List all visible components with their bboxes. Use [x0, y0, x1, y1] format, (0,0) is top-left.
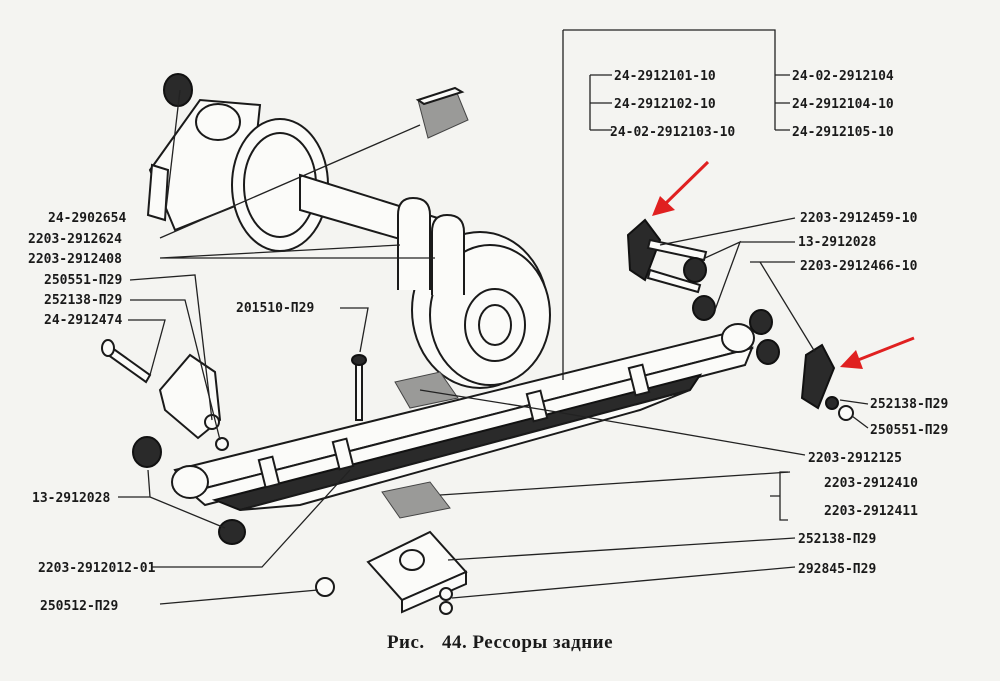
label-24-2912474: 24-2912474 — [44, 313, 122, 328]
label-252138-p29-left: 252138-П29 — [44, 293, 122, 308]
label-24-2912104-10: 24-2912104-10 — [792, 97, 894, 112]
red-arrow-lower — [840, 336, 915, 369]
figure-caption: Рис. 44. Рессоры задние — [0, 632, 1000, 654]
nut-bottom-left — [315, 577, 335, 597]
bracket-bolt — [101, 339, 152, 384]
label-13-2912028-left: 13-2912028 — [32, 491, 110, 506]
label-250512-p29: 250512-П29 — [40, 599, 118, 614]
label-2203-2912410: 2203-2912410 — [824, 476, 918, 491]
label-201510-p29: 201510-П29 — [236, 301, 314, 316]
shackle-lower — [800, 343, 854, 421]
label-2203-2912408: 2203-2912408 — [28, 252, 122, 267]
label-24-2912105-10: 24-2912105-10 — [792, 125, 894, 140]
label-24-2912102-10: 24-2912102-10 — [614, 97, 716, 112]
label-2203-2912459-10: 2203-2912459-10 — [800, 211, 918, 226]
label-2203-2912125: 2203-2912125 — [808, 451, 902, 466]
label-250551-p29-right: 250551-П29 — [870, 423, 948, 438]
front-bracket — [158, 353, 229, 451]
label-2203-2912466-10: 2203-2912466-10 — [800, 259, 918, 274]
label-24-02-2912103-10: 24-02-2912103-10 — [610, 125, 735, 140]
caption-prefix: Рис. — [386, 632, 425, 653]
label-24-2912101-10: 24-2912101-10 — [614, 69, 716, 84]
spring-plate — [366, 530, 468, 614]
red-arrow-upper — [652, 160, 710, 216]
label-292845-p29: 292845-П29 — [798, 562, 876, 577]
label-24-2902654: 24-2902654 — [48, 211, 126, 226]
label-252138-p29-right: 252138-П29 — [870, 397, 948, 412]
caption-title: 44. Рессоры задние — [441, 632, 614, 653]
label-2203-2912411: 2203-2912411 — [824, 504, 918, 519]
bump-stop-top — [163, 73, 193, 107]
u-bolts — [397, 196, 465, 295]
label-2203-2912624: 2203-2912624 — [28, 232, 122, 247]
spring-pad-bottom — [381, 481, 451, 519]
leader-lines — [118, 29, 869, 605]
nuts-bottom — [439, 587, 453, 615]
spring-pad-top — [394, 371, 459, 409]
label-24-02-2912104: 24-02-2912104 — [792, 69, 894, 84]
bushings-right — [683, 257, 780, 365]
label-250551-p29-left: 250551-П29 — [44, 273, 122, 288]
label-2203-2912012-01: 2203-2912012-01 — [38, 561, 156, 576]
rubber-pad — [415, 86, 469, 139]
bushing-left — [132, 436, 246, 545]
label-252138-p29-bottom: 252138-П29 — [798, 532, 876, 547]
leaf-spring — [171, 323, 755, 512]
spring-bolt — [351, 354, 367, 421]
label-13-2912028-right: 13-2912028 — [798, 235, 876, 250]
